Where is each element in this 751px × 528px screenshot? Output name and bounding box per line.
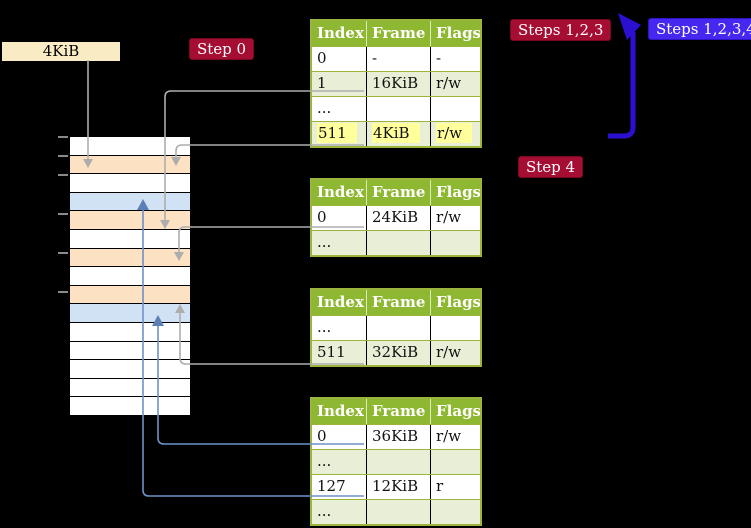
- memory-tick: [58, 136, 68, 138]
- memory-row-2: [70, 174, 190, 193]
- table-cell: 511: [312, 122, 366, 146]
- table-cell: 36KiB: [366, 425, 430, 449]
- table-cell: 0: [317, 49, 327, 67]
- table-cell: [366, 231, 430, 255]
- table-row: ...: [312, 230, 480, 255]
- header-cell: Flags: [430, 399, 480, 424]
- table-cell: r/w: [430, 72, 480, 96]
- header-cell: Index: [317, 24, 364, 42]
- table-cell: [430, 97, 480, 121]
- memory-row-12: [70, 360, 190, 379]
- table-cell: [430, 316, 480, 340]
- table-cell: 0: [317, 427, 327, 445]
- memory-tick: [58, 213, 68, 215]
- table-cell: ...: [317, 233, 332, 251]
- memory-row-10: [70, 322, 190, 342]
- header-cell: Flags: [430, 21, 480, 46]
- memory-row-0: [70, 137, 190, 156]
- table-cell: r/w: [430, 341, 480, 365]
- memory-tick: [58, 291, 68, 293]
- table-cell: r/w: [430, 122, 480, 146]
- table-cell: 12KiB: [366, 475, 430, 499]
- header-cell: Flags: [430, 180, 480, 205]
- table-cell: -: [366, 47, 430, 71]
- memory-row-13: [70, 378, 190, 398]
- memory-tick: [58, 252, 68, 254]
- header-cell: Frame: [366, 290, 430, 315]
- table-cell: 32KiB: [366, 341, 430, 365]
- memory-row-6: [70, 248, 190, 268]
- step0-badge: Step 0: [189, 38, 255, 60]
- step4-badge: Step 4: [518, 156, 584, 178]
- table-cell: r: [430, 475, 480, 499]
- steps-1234-badge: Steps 1,2,3,4: [648, 18, 751, 40]
- table-cell: 4KiB: [366, 122, 430, 146]
- page-size-label: 4KiB: [2, 42, 120, 61]
- memory-tick: [58, 174, 68, 176]
- table-cell: [366, 500, 430, 524]
- table-cell: [366, 450, 430, 474]
- steps-loop-arrowhead-icon: [618, 13, 641, 40]
- table-cell: ...: [317, 452, 332, 470]
- table-cell: ...: [317, 502, 332, 520]
- memory-row-7: [70, 267, 190, 286]
- table-cell: ...: [317, 318, 332, 336]
- memory-row-9: [70, 304, 190, 323]
- steps-123-badge: Steps 1,2,3: [510, 19, 612, 41]
- table-cell: r/w: [430, 206, 480, 230]
- table-cell: [430, 231, 480, 255]
- table-cell: [430, 500, 480, 524]
- memory-row-8: [70, 285, 190, 305]
- memory-row-5: [70, 229, 190, 249]
- table-cell: r/w: [430, 425, 480, 449]
- table-row: ...: [312, 449, 480, 474]
- table-cell: [430, 450, 480, 474]
- table-cell: 127: [317, 477, 346, 495]
- table-row: ...: [312, 499, 480, 524]
- header-cell: Index: [317, 183, 364, 201]
- physical-memory-column: [70, 137, 190, 415]
- table-cell: 16KiB: [366, 72, 430, 96]
- memory-row-1: [70, 155, 190, 175]
- memory-row-14: [70, 397, 190, 415]
- memory-row-11: [70, 341, 190, 361]
- header-cell: Flags: [430, 290, 480, 315]
- steps-loop-arrow: [608, 32, 636, 139]
- header-cell: Frame: [366, 21, 430, 46]
- table-cell: 1: [317, 74, 327, 92]
- table-cell: [366, 97, 430, 121]
- table-cell: 511: [317, 343, 346, 361]
- header-cell: Frame: [366, 399, 430, 424]
- header-cell: Frame: [366, 180, 430, 205]
- table-cell: 0: [317, 208, 327, 226]
- header-cell: Index: [317, 402, 364, 420]
- memory-row-3: [70, 192, 190, 212]
- table-cell: -: [430, 47, 480, 71]
- table-cell: 24KiB: [366, 206, 430, 230]
- table-cell: ...: [317, 99, 332, 117]
- table-row: 0 --: [312, 46, 480, 71]
- memory-row-4: [70, 211, 190, 230]
- table-cell: [366, 316, 430, 340]
- memory-tick: [58, 155, 68, 157]
- table-row: ...: [312, 315, 480, 340]
- table-row: ...: [312, 96, 480, 121]
- header-cell: Index: [317, 293, 364, 311]
